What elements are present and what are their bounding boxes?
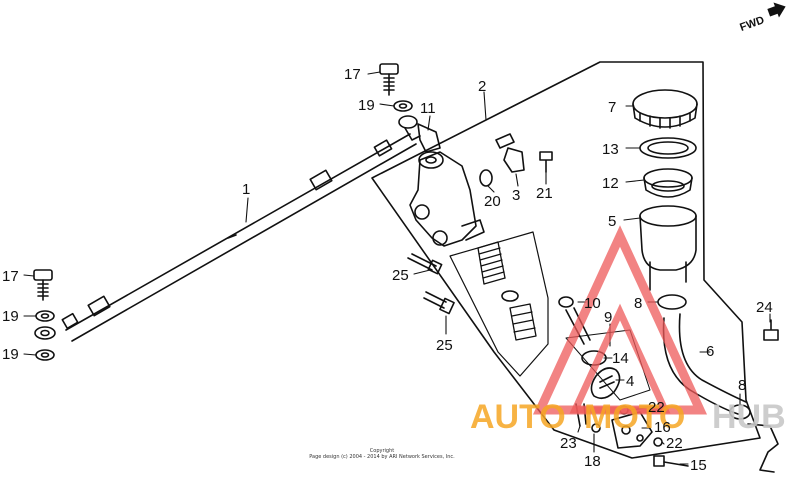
copyright-line-2: Page design (c) 2004 - 2014 by ARI Netwo…: [309, 454, 455, 460]
assembly-outline: [371, 61, 761, 459]
callout-18: 18: [584, 453, 601, 470]
brake-arm: [747, 423, 779, 473]
master-cylinder-body: [409, 151, 485, 247]
callout-19: 19: [2, 346, 19, 363]
nut-22-b: [653, 437, 663, 447]
bolt-25-a: [407, 253, 443, 275]
callout-17: 17: [344, 66, 361, 83]
callout-12: 12: [602, 175, 619, 192]
callout-22: 22: [648, 399, 665, 416]
reservoir-cap-7: [632, 89, 698, 129]
eyelet-upper: [398, 115, 418, 129]
callout-14: 14: [612, 350, 629, 367]
callout-25: 25: [436, 337, 453, 354]
push-rod-3: [495, 133, 525, 173]
callout-5: 5: [608, 213, 616, 230]
callout-20: 20: [484, 193, 501, 210]
callout-22: 22: [666, 435, 683, 452]
watermark-text-auto: AUTO: [470, 398, 566, 436]
spring: [477, 241, 506, 285]
callout-8: 8: [634, 295, 642, 312]
connector-10: [558, 296, 574, 308]
watermark-text-hub: HUB: [712, 398, 786, 436]
washer-19-upper: [393, 100, 413, 112]
watermark-text-moto: MOTO: [584, 398, 685, 436]
callout-13: 13: [602, 141, 619, 158]
inner-outline: [449, 231, 549, 377]
fwd-label: FWD: [738, 14, 766, 34]
plate-12: [643, 168, 693, 198]
callout-7: 7: [608, 99, 616, 116]
washer-19-lower: [35, 349, 55, 361]
bolt-17-upper: [379, 63, 399, 96]
clamp-8-lower: [729, 404, 751, 420]
callout-25: 25: [392, 267, 409, 284]
bolt-15: [653, 455, 689, 467]
washer-18: [591, 423, 601, 433]
callout-6: 6: [706, 343, 714, 360]
piston: [509, 303, 537, 341]
piston-seal: [501, 290, 519, 302]
callout-17: 17: [2, 268, 19, 285]
fwd-indicator: FWD: [738, 2, 786, 34]
watermark-logo: AUTO MOTO HUB: [470, 225, 786, 436]
eyelet-lower: [34, 326, 56, 340]
callout-8: 8: [738, 377, 746, 394]
clamp-8-upper: [657, 294, 687, 310]
callout-2: 2: [478, 78, 486, 95]
callout-4: 4: [626, 373, 634, 390]
fitting-21: [539, 151, 553, 173]
callout-11: 11: [420, 100, 436, 117]
washer-19-mid: [35, 310, 55, 322]
callout-19: 19: [358, 97, 375, 114]
callout-21: 21: [536, 185, 553, 202]
callout-23: 23: [560, 435, 577, 452]
diaphragm-13: [639, 137, 697, 159]
boot-4: [590, 367, 621, 400]
callout-labels: 17 19 11 2 1 17 19 19 20 3 21 7 13 12 5 …: [2, 66, 773, 474]
bolt-24: [763, 319, 779, 341]
callout-19: 19: [2, 308, 19, 325]
copyright-line-1: Copyright: [370, 448, 394, 454]
callout-15: 15: [690, 457, 707, 474]
callout-9: 9: [604, 309, 612, 326]
hose: [61, 133, 417, 342]
clip-11: [417, 123, 441, 153]
reservoir-5: [639, 205, 697, 291]
bolt-17-lower: [33, 269, 53, 301]
callout-16: 16: [654, 419, 671, 436]
callout-24: 24: [756, 299, 773, 316]
callout-10: 10: [584, 295, 601, 312]
callout-1: 1: [242, 181, 250, 198]
oring-20: [479, 169, 493, 187]
callout-3: 3: [512, 187, 520, 204]
bolt-25-b: [423, 291, 455, 315]
